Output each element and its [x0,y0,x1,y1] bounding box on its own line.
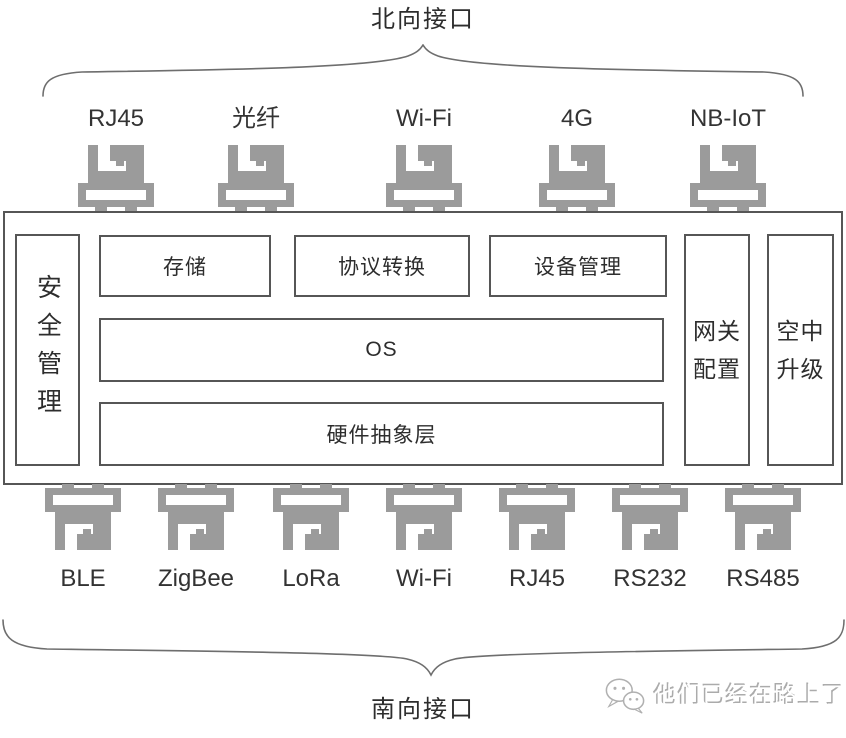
south-port-wifi: Wi-Fi [364,484,484,594]
connector-plug-icon [612,484,688,550]
port-label: RJ45 [508,565,566,592]
module-label: OS [365,338,398,361]
port-label: LoRa [282,565,340,592]
module-ota-upgrade: 空中升级 [767,234,834,466]
module-label: 网关配置 [693,318,741,382]
connector-plug-icon [78,145,154,211]
south-port-lora: LoRa [251,484,371,594]
module-storage: 存储 [99,235,271,297]
module-security-management: 安全管理 [15,234,80,466]
south-port-rs232: RS232 [590,484,710,594]
watermark: 他们已经在路上了 [604,674,846,716]
connector-plug-icon [45,484,121,550]
port-label: ZigBee [157,565,235,592]
port-label: RS232 [613,565,687,592]
module-label: 硬件抽象层 [326,424,437,447]
port-label: RJ45 [87,105,145,132]
module-label: 设备管理 [534,256,622,279]
connector-plug-icon [386,145,462,211]
port-label: NB-IoT [689,105,766,132]
connector-plug-icon [690,145,766,211]
port-label: 4G [560,105,593,132]
port-label: BLE [60,565,106,592]
north-port-rj45: RJ45 [56,104,176,211]
south-interface-title: 南向接口 [371,696,475,723]
connector-plug-icon [273,484,349,550]
north-port-fiber: 光纤 [196,104,316,211]
module-gateway-config: 网关配置 [684,234,750,466]
watermark-text: 他们已经在路上了 [654,682,846,708]
north-interface-title: 北向接口 [371,6,475,33]
gateway-box: 安全管理 存储 协议转换 设备管理 OS 硬件抽象层 网关配置 空中升级 [3,211,843,485]
south-port-rj45: RJ45 [477,484,597,594]
north-brace [42,44,804,97]
connector-plug-icon [218,145,294,211]
south-port-rs485: RS485 [703,484,823,594]
connector-plug-icon [499,484,575,550]
module-os: OS [99,318,664,382]
port-label: Wi-Fi [396,565,452,592]
wechat-bubbles-icon [605,678,645,714]
module-label: 存储 [163,256,207,279]
module-label: 空中升级 [776,318,825,382]
port-label: Wi-Fi [396,105,452,132]
module-label: 安全管理 [33,274,62,426]
module-hardware-abstraction-layer: 硬件抽象层 [99,402,664,466]
module-device-management: 设备管理 [489,235,667,297]
port-label: 光纤 [232,105,280,132]
connector-plug-icon [725,484,801,550]
connector-plug-icon [158,484,234,550]
north-port-4g: 4G [517,104,637,211]
north-port-nbiot: NB-IoT [668,104,788,211]
north-port-wifi: Wi-Fi [364,104,484,211]
module-protocol-conversion: 协议转换 [294,235,470,297]
connector-plug-icon [539,145,615,211]
module-label: 协议转换 [338,256,426,279]
south-port-zigbee: ZigBee [136,484,256,594]
south-brace [2,619,845,677]
port-label: RS485 [726,565,800,592]
connector-plug-icon [386,484,462,550]
south-port-ble: BLE [23,484,143,594]
